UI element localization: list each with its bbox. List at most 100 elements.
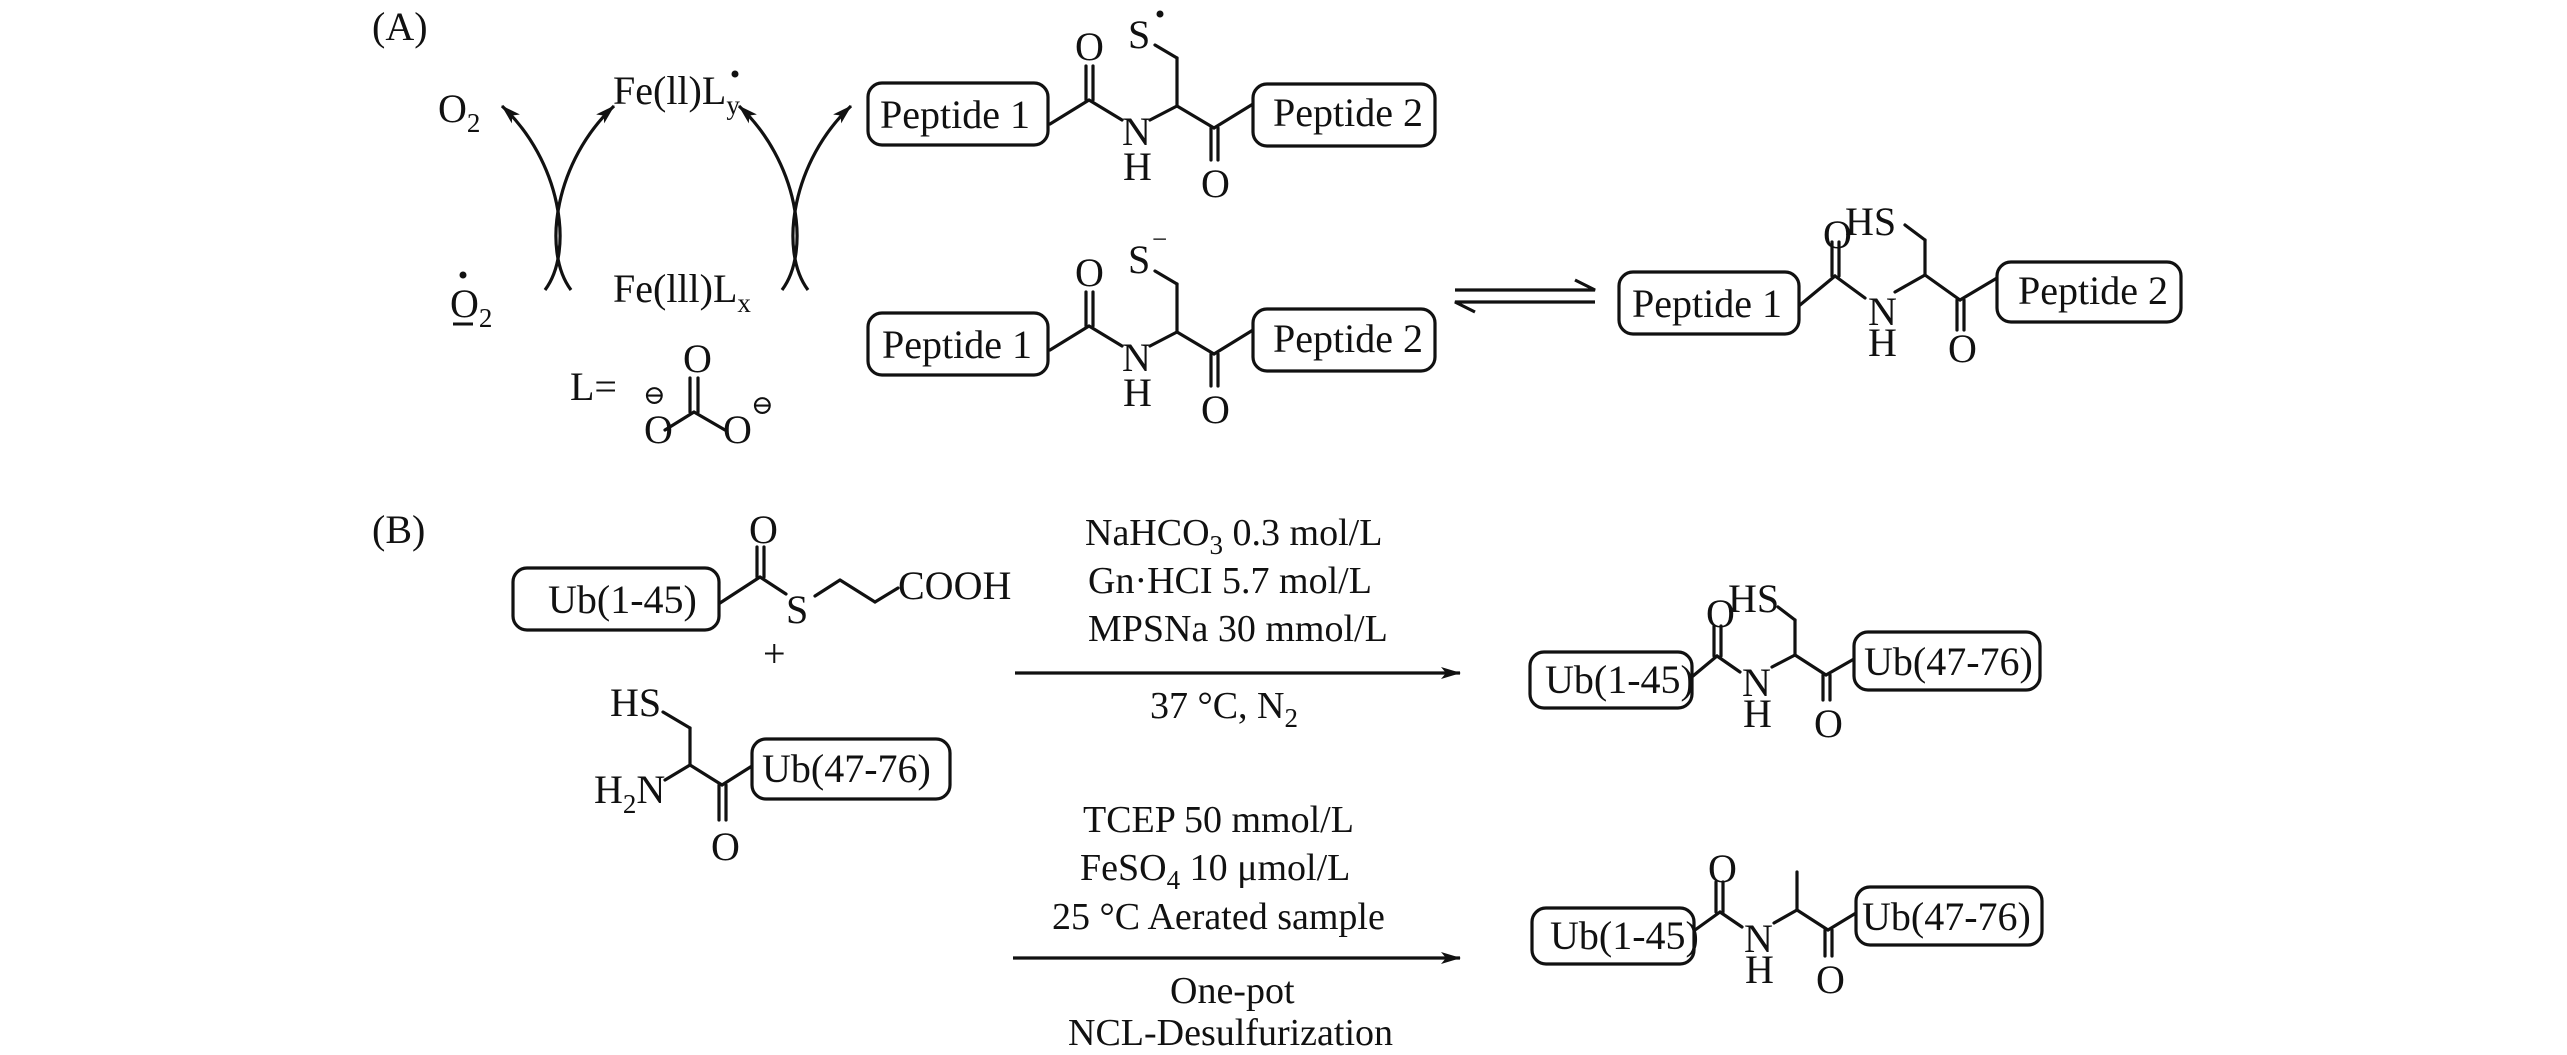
svg-text:Ub(1-45): Ub(1-45): [548, 577, 697, 622]
svg-text:L=: L=: [570, 364, 617, 409]
svg-text:H: H: [1123, 370, 1152, 415]
ub-47-76-block: [1854, 885, 2044, 947]
svg-text:Peptide 2: Peptide 2: [2018, 268, 2168, 313]
panel-a: (A) O2 O2 Fe(ll)Ly Fe(lll)Lx L= O: [372, 4, 2183, 452]
peptide-2-block: [1251, 307, 1437, 373]
svg-text:O: O: [723, 407, 752, 452]
svg-text:MPSNa 30 mmol/L: MPSNa 30 mmol/L: [1088, 608, 1388, 650]
peptide-2-block: [1995, 260, 2183, 324]
svg-text:N: N: [1744, 916, 1773, 961]
svg-text:Peptide 2: Peptide 2: [1273, 316, 1423, 361]
svg-text:O: O: [1708, 846, 1737, 891]
svg-text:Peptide 1: Peptide 1: [1632, 281, 1782, 326]
fe2-radical-dot: [731, 70, 739, 78]
svg-text:H: H: [1123, 144, 1152, 189]
peptide-2-block: [1251, 82, 1437, 148]
radical-dot: [459, 271, 467, 279]
ub-1-45-block: [1530, 906, 1696, 966]
svg-text:H: H: [1745, 947, 1774, 992]
svg-text:O: O: [644, 407, 673, 452]
ub-47-76-block: [1852, 630, 2042, 692]
svg-text:NCL-Desulfurization: NCL-Desulfurization: [1068, 1012, 1393, 1054]
ligation-product: Ub(1-45) O N H HS O Ub(47-76): [1528, 576, 2042, 746]
svg-text:NaHCO3 0.3 mol/L: NaHCO3 0.3 mol/L: [1085, 512, 1382, 560]
svg-text:N: N: [1122, 335, 1151, 380]
oxygen-product: O2: [438, 86, 480, 138]
svg-text:25 °C Aerated sample: 25 °C Aerated sample: [1052, 896, 1385, 938]
svg-text:O: O: [1075, 250, 1104, 295]
desulfurization-step: TCEP 50 mmol/L FeSO4 10 μmol/L 25 °C Aer…: [1013, 799, 1461, 1054]
peptide-1-block: [1617, 270, 1801, 336]
arrow-to-fe2: [554, 104, 616, 291]
svg-text:O: O: [1706, 591, 1735, 636]
svg-text:Ub(1-45): Ub(1-45): [1545, 657, 1694, 702]
ub-1-45-block: [511, 566, 721, 632]
arrow-superoxide-to-oxygen: [500, 104, 562, 291]
superoxide-species: O2: [450, 271, 492, 333]
fe3-species: Fe(lll)Lx: [613, 266, 751, 318]
svg-text:O: O: [1823, 212, 1852, 257]
ub-1-45-block: [1528, 650, 1694, 710]
svg-text:O: O: [1075, 24, 1104, 69]
panel-b: (B) Ub(1-45) O S COOH + HS H2N: [372, 507, 2044, 1054]
svg-text:N: N: [1742, 660, 1771, 705]
svg-text:H2N: H2N: [594, 767, 665, 819]
charge-right: ⊖: [751, 390, 774, 420]
ligation-step: NaHCO3 0.3 mol/L Gn·HCI 5.7 mol/L MPSNa …: [1015, 512, 1461, 733]
svg-text:H: H: [1743, 691, 1772, 736]
svg-text:COOH: COOH: [898, 563, 1011, 608]
thiyl-radical-peptide: Peptide 1 O N H S O Peptide 2: [866, 10, 1437, 206]
arrow-fe3-to-fe2: [737, 104, 799, 291]
plus-sign: +: [763, 631, 786, 676]
svg-text:Ub(47-76): Ub(47-76): [1862, 894, 2031, 939]
panel-a-label: (A): [372, 4, 428, 49]
svg-text:Ub(1-45): Ub(1-45): [1550, 913, 1699, 958]
svg-text:O: O: [1201, 387, 1230, 432]
equilibrium-arrow: [1454, 278, 1596, 314]
svg-text:O: O: [1816, 957, 1845, 1002]
arrow-thiolate-to-radical: [791, 104, 853, 291]
svg-text:O: O: [1201, 161, 1230, 206]
svg-text:O: O: [1948, 326, 1977, 371]
svg-text:FeSO4 10 μmol/L: FeSO4 10 μmol/L: [1080, 847, 1350, 895]
svg-text:HS: HS: [1728, 576, 1779, 621]
svg-text:S: S: [1128, 12, 1150, 57]
charge-left: ⊖: [643, 380, 666, 410]
panel-b-label: (B): [372, 507, 425, 552]
svg-text:One-pot: One-pot: [1170, 970, 1295, 1012]
svg-text:HS: HS: [610, 680, 661, 725]
svg-text:Ub(47-76): Ub(47-76): [762, 746, 931, 791]
thiol-peptide: Peptide 1 O N H HS O Peptide 2: [1617, 199, 2183, 371]
oxygen-redox-arrows: [500, 104, 616, 291]
svg-text:Ub(47-76): Ub(47-76): [1864, 639, 2033, 684]
ub-47-76-block: [750, 737, 952, 801]
svg-text:Peptide 2: Peptide 2: [1273, 90, 1423, 135]
peptide-1-block: [866, 311, 1050, 377]
svg-text:Gn·HCI 5.7 mol/L: Gn·HCI 5.7 mol/L: [1088, 560, 1372, 602]
svg-text:O: O: [711, 824, 740, 869]
carbonate-ligand: L= O O O ⊖ ⊖: [570, 336, 774, 452]
svg-text:O: O: [749, 507, 778, 552]
svg-text:N: N: [1122, 109, 1151, 154]
svg-text:H: H: [1868, 320, 1897, 365]
svg-text:S: S: [786, 587, 808, 632]
svg-text:Peptide 1: Peptide 1: [882, 322, 1032, 367]
desulfurized-product: Ub(1-45) O N H O Ub(47-76): [1530, 846, 2044, 1002]
svg-text:N: N: [1868, 289, 1897, 334]
svg-text:Peptide 1: Peptide 1: [880, 92, 1030, 137]
svg-text:TCEP 50 mmol/L: TCEP 50 mmol/L: [1083, 799, 1354, 841]
peptide-1-block: [866, 81, 1050, 147]
svg-text:S: S: [1128, 237, 1150, 282]
fe2-species: Fe(ll)Ly: [613, 68, 740, 120]
svg-text:O2: O2: [450, 281, 492, 333]
svg-text:O: O: [1814, 701, 1843, 746]
thiolate-charge: −: [1152, 224, 1167, 254]
thiyl-radical-dot: [1156, 10, 1164, 18]
iron-redox-arrows: [737, 104, 853, 291]
svg-text:O: O: [683, 336, 712, 381]
svg-text:37 °C, N2: 37 °C, N2: [1150, 685, 1298, 733]
cys-ub-peptide: HS H2N O Ub(47-76): [594, 680, 952, 869]
thiolate-peptide: Peptide 1 O N H S − O Peptide 2: [866, 224, 1437, 432]
ub-thioester: Ub(1-45) O S COOH: [511, 507, 1011, 632]
